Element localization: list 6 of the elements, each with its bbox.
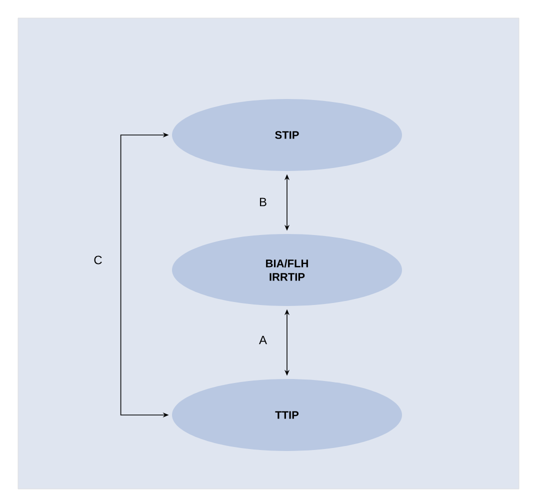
edge-label: C (94, 256, 102, 264)
edge-label: A (259, 336, 267, 344)
ellipse-node: BIA/FLH IRRTIP (172, 234, 402, 306)
ellipse-node: STIP (172, 99, 402, 171)
ellipse-node: TTIP (172, 379, 402, 451)
edge-label: B (260, 198, 266, 206)
